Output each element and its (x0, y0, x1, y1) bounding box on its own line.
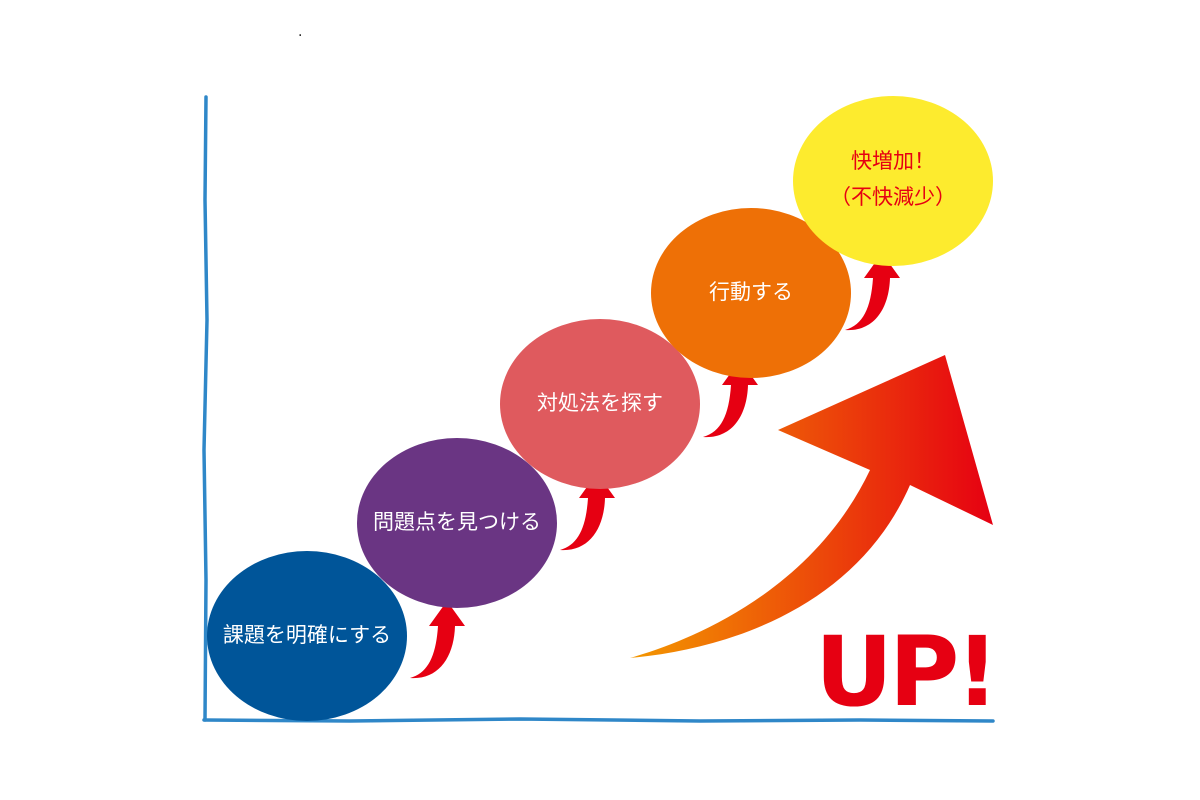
step-arrow-1 (410, 601, 465, 679)
step-2: 問題点を見つける (357, 438, 557, 608)
step-circle-2 (357, 438, 557, 608)
step-label-2: 問題点を見つける (373, 510, 541, 534)
y-axis-line (202, 95, 209, 722)
step-arrows (410, 253, 900, 679)
step-circle-4 (651, 208, 851, 378)
step-arrow-4 (845, 253, 900, 331)
x-axis-line (202, 717, 995, 723)
goal-label-line2: （不快減少） (830, 185, 956, 209)
step-3: 対処法を探す (500, 319, 700, 489)
step-arrow-3 (703, 360, 758, 438)
goal-label-line1: 快増加！ (851, 149, 935, 173)
big-up-arrow (630, 355, 993, 658)
step-4: 行動する (651, 208, 851, 378)
step-circle-3 (500, 319, 700, 489)
goal-step: 快増加！ （不快減少） (793, 96, 993, 266)
step-arrow-2 (560, 473, 615, 551)
axes (202, 95, 995, 723)
step-label-1: 課題を明確にする (223, 623, 391, 647)
step-label-3: 対処法を探す (537, 391, 663, 415)
goal-circle (793, 96, 993, 266)
up-label: UP! (815, 616, 995, 728)
stray-dot: . (298, 24, 302, 40)
step-label-4: 行動する (709, 280, 793, 304)
step-1: 課題を明確にする (207, 551, 407, 721)
step-circle-1 (207, 551, 407, 721)
